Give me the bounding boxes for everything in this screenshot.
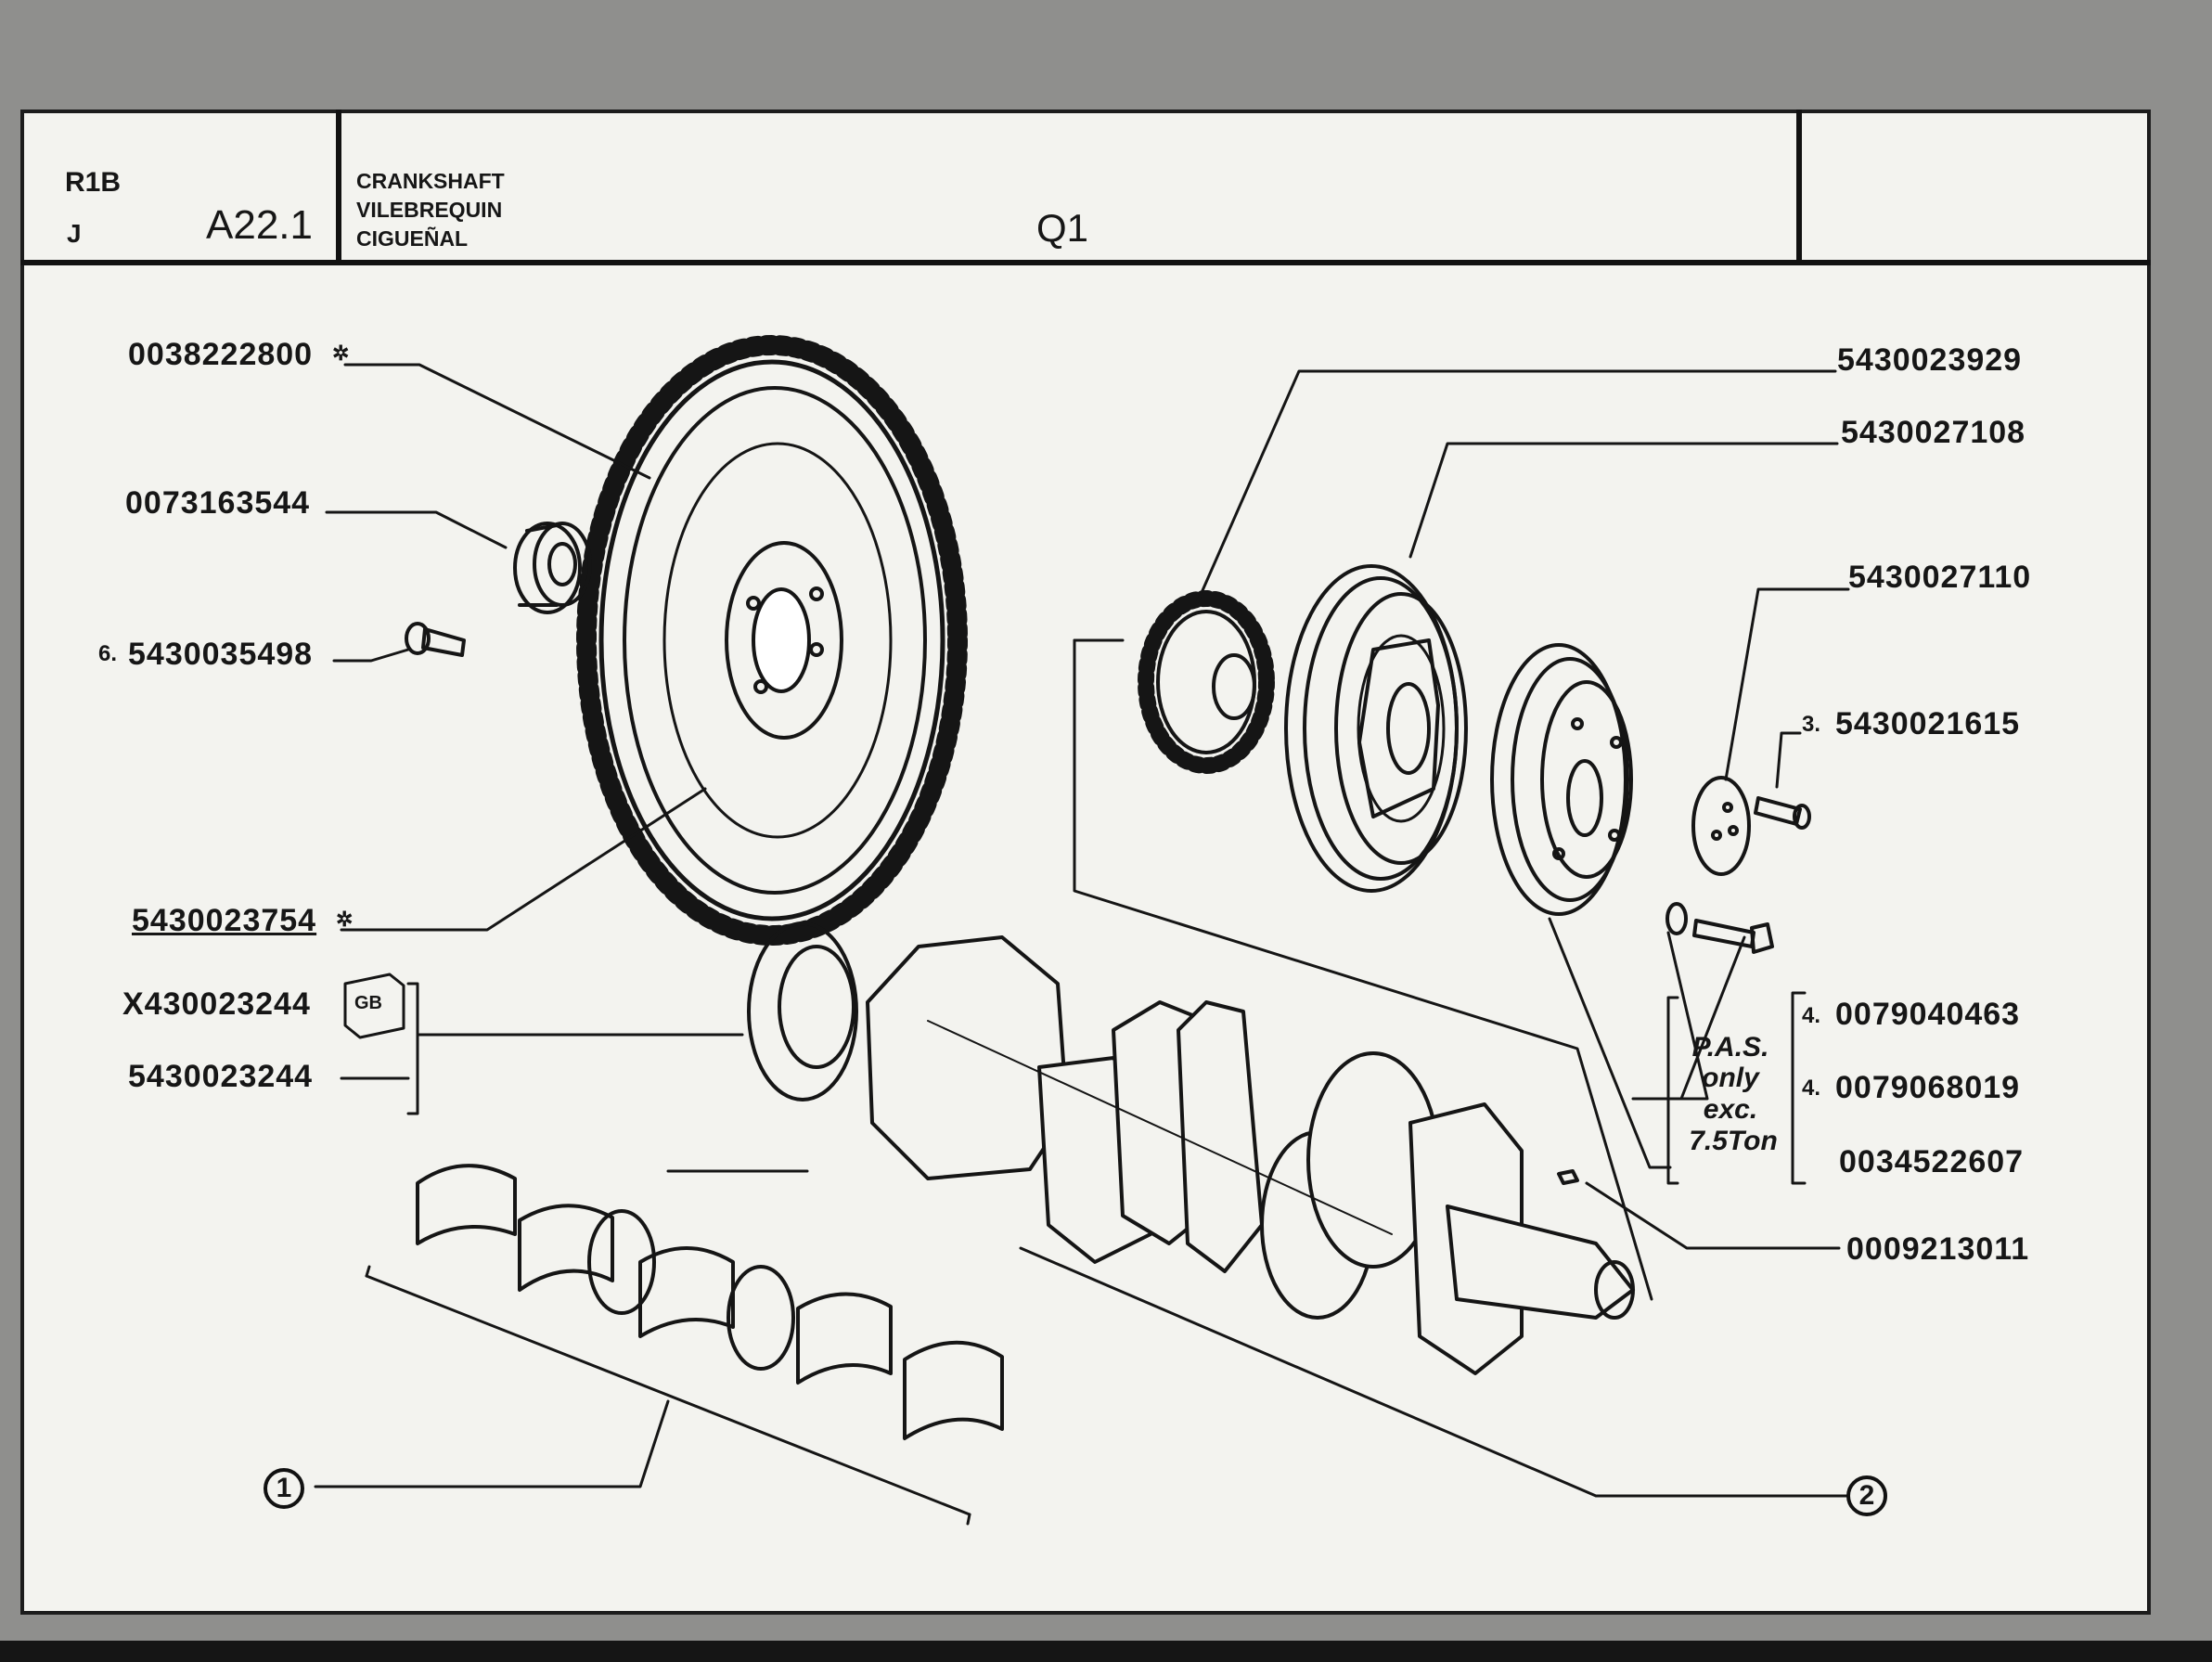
part-number-5430027110: 5430027110 (1848, 560, 2032, 595)
part-number-0073163544: 0073163544 (125, 485, 311, 521)
part-number-5430023754: 5430023754 (132, 903, 317, 938)
quantity-label: 4. (1802, 1076, 1821, 1101)
pulley-bolt (1665, 902, 1774, 954)
header-divider (1796, 110, 1802, 260)
part-number-0034522607: 0034522607 (1839, 1144, 2025, 1179)
gb-badge: GB (354, 993, 382, 1013)
star-mark: ✲ (332, 341, 350, 365)
retaining-plate (1691, 776, 1751, 876)
star-mark: ✲ (336, 908, 354, 931)
crankshaft (747, 921, 1635, 1375)
callout-1: 1 (264, 1468, 304, 1509)
title-spanish: CIGUEÑAL (356, 226, 469, 251)
flywheel-bolt (405, 622, 466, 657)
header-band: R1B J A22.1 CRANKSHAFT VILEBREQUIN CIGUE… (20, 110, 2151, 265)
part-number-5430027108: 5430027108 (1841, 415, 2026, 450)
part-number-0079068019: 0079068019 (1835, 1070, 2021, 1105)
variant-code: J (67, 219, 82, 248)
note-line-3: exc. (1703, 1094, 1758, 1125)
part-number-5430023929: 5430023929 (1837, 342, 2023, 378)
damper-pulley (1284, 564, 1468, 893)
part-number-X430023244: X430023244 (122, 986, 311, 1022)
part-number-5430035498: 5430035498 (128, 637, 314, 672)
quantity-label: 3. (1802, 712, 1821, 737)
note-line-1: P.A.S. (1691, 1032, 1769, 1063)
note-line-4: 7.5Ton (1689, 1126, 1778, 1156)
leader-lines (314, 363, 1853, 1498)
drive-pulley (1490, 643, 1633, 916)
model-code: R1B (65, 167, 122, 198)
part-number-0009213011: 0009213011 (1846, 1231, 2030, 1267)
part-number-0079040463: 0079040463 (1835, 997, 2021, 1032)
callout-2: 2 (1846, 1475, 1887, 1516)
part-number-5430021615: 5430021615 (1835, 706, 2021, 741)
timing-gear (1138, 590, 1275, 774)
title-french: VILEBREQUIN (356, 198, 503, 222)
note-line-2: only (1702, 1063, 1759, 1093)
page-id: Q1 (1036, 206, 1089, 250)
main-bearing-shells (416, 1164, 1004, 1440)
brackets (365, 991, 1807, 1526)
section-number: A22.1 (206, 202, 313, 248)
flywheel (576, 335, 968, 946)
quantity-label: 4. (1802, 1003, 1821, 1028)
plate-bolt (1754, 796, 1811, 830)
header-divider (336, 110, 341, 260)
pilot-bearing (513, 522, 592, 614)
quantity-label: 6. (98, 641, 118, 666)
part-number-5430023244: 5430023244 (128, 1059, 314, 1094)
parts-sheet (20, 110, 2151, 1615)
title-english: CRANKSHAFT (356, 169, 505, 193)
part-number-0038222800: 0038222800 (128, 337, 314, 372)
gb-badge-box (343, 973, 405, 1039)
